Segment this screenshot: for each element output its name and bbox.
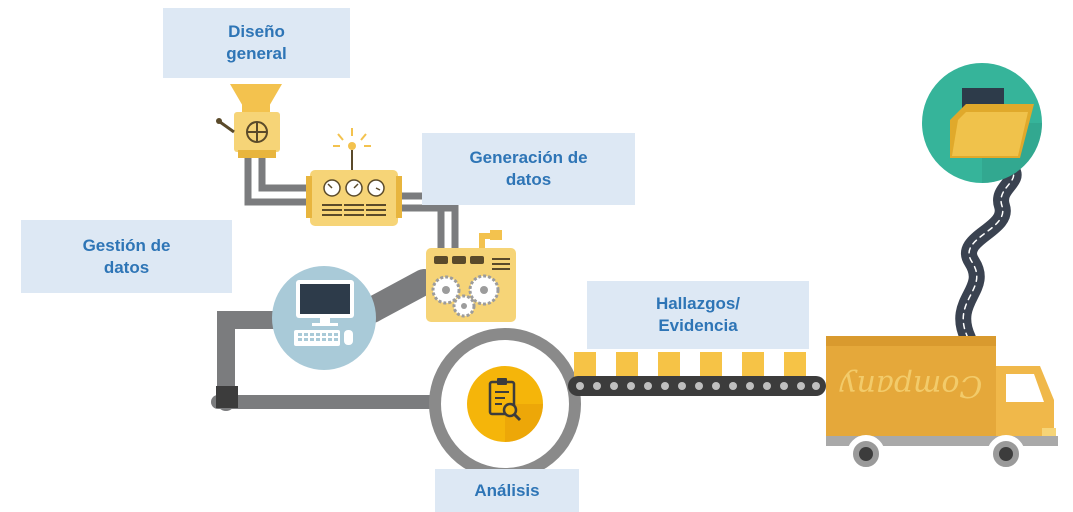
label-generacion-datos-line1: Generación de bbox=[469, 148, 588, 167]
gauge-panel-machine-icon bbox=[306, 128, 402, 226]
label-diseno-general-line2: general bbox=[226, 44, 287, 63]
label-generacion-datos: Generación de datos bbox=[422, 133, 635, 205]
desktop-computer-icon bbox=[272, 266, 376, 370]
winding-road bbox=[955, 162, 1022, 346]
label-analisis: Análisis bbox=[435, 469, 579, 512]
clipboard-search-icon bbox=[467, 366, 543, 442]
gear-machine-icon bbox=[426, 230, 516, 322]
label-gestion-datos: Gestión de datos bbox=[21, 220, 232, 293]
label-analisis-text: Análisis bbox=[474, 480, 540, 500]
label-diseno-general-line1: Diseño bbox=[228, 22, 285, 41]
folder-icon bbox=[922, 63, 1042, 183]
hopper-machine-icon bbox=[216, 84, 282, 158]
label-generacion-datos-line2: datos bbox=[505, 170, 552, 189]
label-hallazgos-evidencia-line2: Evidencia bbox=[658, 316, 738, 335]
label-diseno-general: Diseño general bbox=[163, 8, 350, 78]
label-gestion-datos-line2: datos bbox=[103, 257, 150, 277]
pipe-joint bbox=[216, 386, 238, 408]
truck-brand-text: Company bbox=[839, 368, 983, 403]
label-hallazgos-evidencia: Hallazgos/ Evidencia bbox=[587, 281, 809, 349]
label-gestion-datos-line1: Gestión de bbox=[82, 235, 171, 255]
label-hallazgos-evidencia-line1: Hallazgos/ bbox=[655, 294, 741, 313]
conveyor-belt-icon bbox=[568, 352, 826, 396]
delivery-truck-icon: Company bbox=[826, 336, 1058, 473]
pipe-network bbox=[211, 146, 459, 411]
